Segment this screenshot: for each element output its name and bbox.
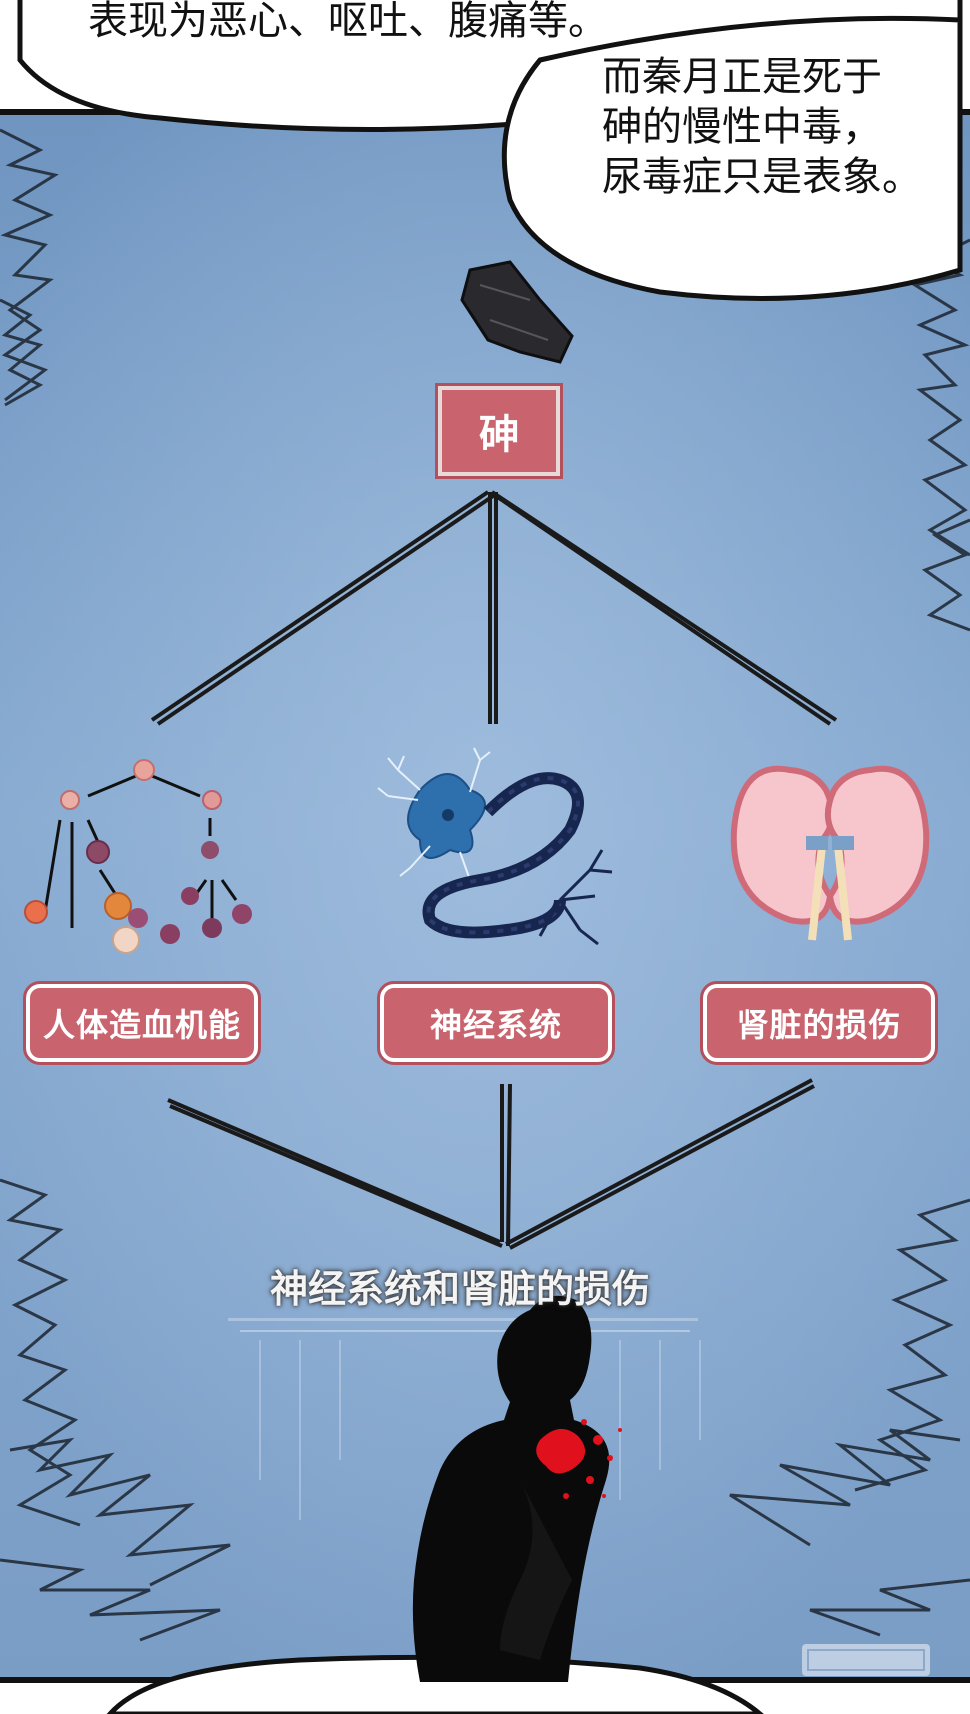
kidneys-icon [730,765,930,941]
arsenic-label: 砷 [435,383,563,479]
blood-splatter [536,1419,622,1499]
speech-line: 而秦月正是死于 [602,54,882,100]
speech-bubble-right [501,15,963,301]
connector-lines-top [150,490,838,726]
scribble-border-left [0,128,231,1642]
subtitle-caption: 神经系统和肾脏的损伤 [269,1267,650,1311]
right-speech-text: 而秦月正是死于 砷的慢性中毒， 尿毒症只是表象。 [602,52,922,202]
axon [422,772,584,939]
blood-cell-diagram-icon [24,759,252,954]
neuron-icon [377,747,613,946]
speech-line: 尿毒症只是表象。 [602,154,922,200]
scanline-effect [228,1318,701,1520]
silhouette-figure [412,1295,610,1682]
top-speech-text: 表现为恶心、呕吐、腹痛等。 [88,0,608,44]
connector-lines-bottom [167,1078,815,1250]
category-kidney-damage: 肾脏的损伤 [700,981,938,1065]
category-hematopoiesis: 人体造血机能 [23,981,261,1065]
speech-line: 砷的慢性中毒， [602,104,882,150]
watermark-logo [802,1644,930,1676]
scribble-border-right [729,238,970,1637]
category-nervous-system: 神经系统 [377,981,615,1065]
